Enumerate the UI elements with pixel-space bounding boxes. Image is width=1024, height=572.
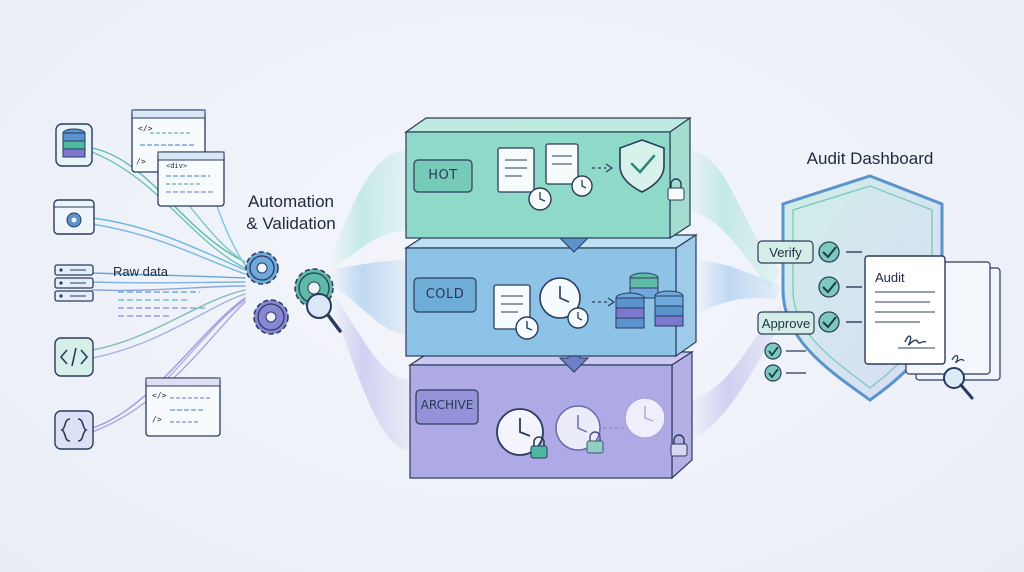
check-icon-5	[764, 364, 806, 382]
hot-tier	[404, 116, 692, 240]
clock-icon-6	[528, 175, 593, 211]
approve-pill	[757, 311, 815, 335]
documents-icon	[497, 143, 579, 193]
flow-bands	[330, 150, 785, 450]
code-icon	[54, 337, 94, 377]
database-icon	[55, 123, 93, 167]
verify-label: Verify	[769, 245, 802, 260]
raw-data-dashes	[118, 291, 205, 317]
code-snippet-5: />	[152, 415, 162, 424]
approve-label: Approve	[761, 316, 811, 331]
audit-document-title: Audit	[875, 270, 905, 285]
server-icon	[54, 264, 94, 302]
source-lines	[91, 147, 246, 433]
verify-pill	[757, 240, 814, 264]
check-icon-4	[764, 342, 806, 360]
clock-icon-5	[539, 277, 589, 329]
raw-data-label: Raw data	[113, 264, 168, 279]
shield-check-icon	[619, 139, 665, 193]
gear-icon	[245, 251, 279, 285]
settings-window-icon	[53, 199, 95, 235]
cold-label: COLD	[425, 287, 465, 302]
clock-icon	[496, 408, 544, 456]
audit-dashboard-title: Audit Dashboard	[806, 149, 934, 168]
lock-icon-4	[667, 178, 685, 201]
search-icon	[943, 367, 974, 400]
code-snippet-4: </>	[152, 391, 167, 400]
code-snippet-3: <div>	[166, 162, 188, 170]
audit-documents	[864, 255, 1001, 381]
code-snippet-2: />	[136, 157, 146, 166]
processing-title: Automation & Validation	[246, 192, 336, 233]
archive-label: ARCHIVE	[420, 398, 474, 412]
lock-icon-2	[586, 431, 604, 454]
braces-icon	[54, 410, 94, 450]
lock-icon	[530, 436, 548, 459]
hot-label: HOT	[428, 168, 458, 183]
check-icon-3	[818, 311, 840, 333]
magnifier-icon	[306, 293, 342, 333]
clock-icon-2	[555, 405, 601, 451]
lock-icon-3	[670, 434, 688, 457]
database-stack-icon	[615, 272, 684, 329]
gear-icon-3	[253, 299, 289, 335]
code-snippet-1: </>	[138, 124, 153, 133]
code-window-2	[157, 151, 225, 207]
cold-tier	[403, 233, 699, 358]
archive-tier	[407, 350, 695, 480]
clock-icon-3	[624, 397, 666, 439]
check-icon-2	[818, 276, 840, 298]
check-icon	[818, 241, 840, 263]
clock-icon-4	[515, 316, 539, 340]
code-window-3	[145, 377, 221, 437]
